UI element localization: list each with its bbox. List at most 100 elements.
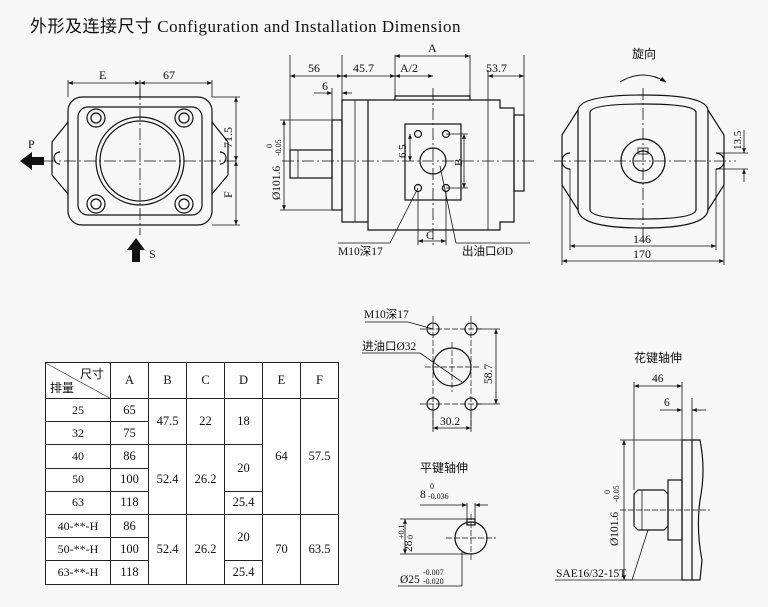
key-tol-upper: 0	[430, 482, 434, 491]
displacement-cell: 40-**-H	[45, 513, 111, 539]
header-f: F	[300, 362, 339, 399]
value-a-cell: 100	[110, 467, 149, 492]
shaft-diameter-label: Ø101.6	[271, 166, 283, 200]
value-f-cell: 63.5	[300, 513, 339, 585]
dim-e-label: E	[99, 68, 106, 82]
dim-146-label: 146	[633, 232, 651, 246]
value-f-cell: 57.5	[300, 398, 339, 515]
value-e-cell: 70	[262, 513, 301, 585]
header-b: B	[148, 362, 187, 399]
dim-56-label: 56	[308, 61, 320, 75]
port-s-arrow	[127, 238, 145, 262]
corner-bottom-label: 排量	[50, 381, 75, 395]
dim-13-5-label: 13.5	[732, 130, 744, 150]
port-s-label: S	[149, 247, 156, 261]
table-row: 25 65 47.5 22 18 64 57.5	[45, 397, 339, 515]
value-d-cell: 25.4	[224, 490, 263, 515]
dimension-table: 尺寸 排量 A B C D E F 25 65 47.5 22 18 64 57…	[45, 362, 339, 585]
table-row: 63 118 25.4	[45, 490, 339, 515]
outlet-label: 出油口ØD	[462, 244, 513, 258]
value-e-cell: 64	[262, 398, 301, 515]
value-b-cell: 47.5	[148, 397, 187, 446]
pilot-tol-upper: 0	[603, 490, 612, 494]
value-a-cell: 86	[110, 444, 149, 469]
dim-b-label: B	[453, 159, 465, 166]
spline-dim-6-label: 6	[664, 397, 670, 409]
value-a-cell: 118	[110, 560, 149, 585]
value-c-cell: 26.2	[186, 444, 225, 515]
dim-6-label: 6	[322, 79, 328, 93]
pilot-tol-lower: -0.05	[612, 485, 621, 502]
dim-53-7-label: 53.7	[486, 61, 507, 75]
thread-label: M10深17	[338, 244, 383, 258]
dim-6-5-label: 6.5	[397, 144, 409, 158]
header-e: E	[262, 362, 301, 399]
key-tol-lower: -0.036	[428, 492, 449, 501]
front-view	[44, 80, 240, 235]
value-d-cell: 25.4	[224, 560, 263, 585]
key-height-label: 28	[403, 540, 415, 552]
table-row: 50-**-H 100	[45, 537, 339, 562]
dim-a-label: A	[428, 41, 437, 55]
key-height-tol-upper: +0.1	[397, 524, 406, 539]
pilot-diameter-annotation: Ø101.6 0 -0.05	[603, 485, 621, 546]
value-d-cell: 20	[224, 513, 263, 562]
value-d-cell: 20	[224, 444, 263, 492]
value-b-cell: 52.4	[148, 444, 187, 515]
port-p-label: P	[28, 137, 35, 151]
table-row: 63-**-H 118 25.4	[45, 560, 339, 585]
key-width-label: 8	[420, 489, 426, 501]
flat-shaft-tol-upper: -0.007	[423, 568, 444, 577]
shaft-diameter-annotation: Ø101.6 0 -0.05	[265, 139, 283, 200]
header-a: A	[110, 362, 149, 399]
value-b-cell: 52.4	[148, 513, 187, 585]
rear-view	[554, 74, 748, 265]
spline-title: 花键轴伸	[634, 350, 682, 365]
spline-spec-label: SAE16/32-15T	[556, 568, 626, 580]
key-height-annotation: 28 +0.1 0	[397, 524, 415, 552]
value-a-cell: 100	[110, 537, 149, 562]
flat-shaft-tol-lower: -0.020	[423, 577, 444, 586]
displacement-cell: 50	[45, 467, 111, 492]
inlet-detail	[362, 316, 500, 432]
value-a-cell: 65	[110, 397, 149, 423]
value-c-cell: 22	[186, 397, 225, 446]
corner-top-label: 尺寸	[79, 367, 104, 381]
flat-key-title: 平键轴伸	[420, 460, 468, 475]
flat-shaft-diameter: Ø25	[400, 574, 420, 586]
dim-170-label: 170	[633, 247, 651, 261]
inlet-thread-label: M10深17	[364, 307, 409, 321]
dim-71-5-label: 71.5	[221, 127, 235, 148]
dim-f-label: F	[221, 191, 235, 198]
dim-67-label: 67	[163, 68, 175, 82]
value-c-cell: 26.2	[186, 513, 225, 585]
shaft-tol-upper: 0	[265, 144, 274, 148]
displacement-cell: 50-**-H	[45, 537, 111, 562]
displacement-cell: 40	[45, 444, 111, 469]
value-d-cell: 18	[224, 397, 263, 446]
value-a-cell: 75	[110, 421, 149, 446]
dim-30-2-label: 30.2	[440, 416, 460, 428]
dim-a-half-label: A/2	[400, 61, 418, 75]
displacement-cell: 25	[45, 397, 111, 423]
value-a-cell: 86	[110, 513, 149, 539]
pilot-diameter-label: Ø101.6	[609, 512, 621, 546]
key-height-tol-lower: 0	[406, 535, 415, 539]
port-p-arrow	[20, 152, 44, 170]
side-view	[280, 54, 534, 245]
value-a-cell: 118	[110, 490, 149, 515]
header-c: C	[186, 362, 225, 399]
header-d: D	[224, 362, 263, 399]
table-row: 40 86 52.4 26.2 20	[45, 444, 339, 515]
shaft-tol-lower: -0.05	[274, 139, 283, 156]
table-corner-cell: 尺寸 排量	[45, 362, 111, 399]
table-row: 40-**-H 86 52.4 26.2 20 70 63.5	[45, 513, 339, 585]
displacement-cell: 63	[45, 490, 111, 515]
rotation-label: 旋向	[632, 46, 656, 61]
dim-58-7-label: 58.7	[483, 364, 495, 384]
inlet-port-label: 进油口Ø32	[362, 339, 417, 353]
dim-c-label: C	[426, 228, 434, 242]
page-title: 外形及连接尺寸 Configuration and Installation D…	[30, 17, 462, 36]
spline-shaft	[555, 382, 710, 581]
